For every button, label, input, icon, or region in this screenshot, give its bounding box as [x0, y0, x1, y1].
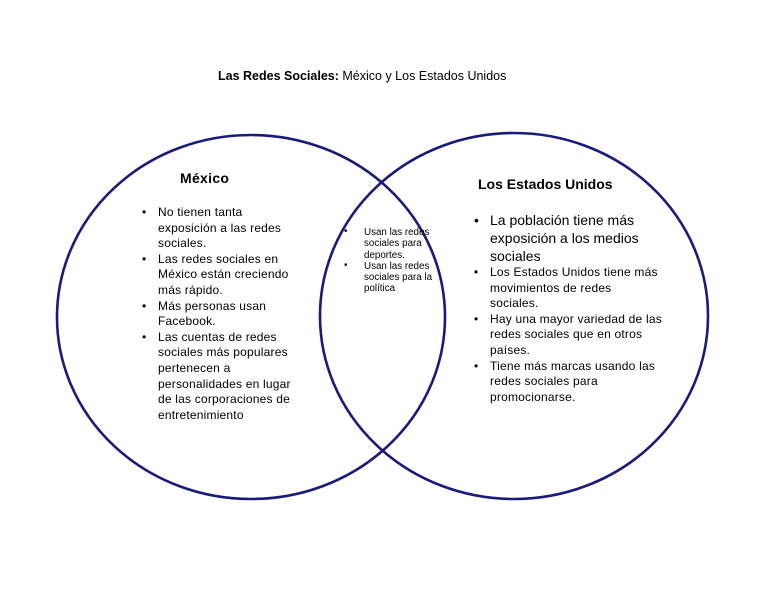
- list-item: Más personas usan Facebook.: [140, 299, 300, 330]
- shared-list: Usan las redes sociales para deportes. U…: [343, 226, 435, 295]
- list-item: Tiene más marcas usando las redes social…: [472, 359, 662, 406]
- list-item: No tienen tanta exposición a las redes s…: [140, 205, 300, 252]
- list-item: Usan las redes sociales para la política: [343, 260, 435, 295]
- diagram-title: Las Redes Sociales: México y Los Estados…: [218, 69, 506, 83]
- usa-heading: Los Estados Unidos: [478, 176, 613, 192]
- list-item: Las cuentas de redes sociales más popula…: [140, 330, 300, 424]
- usa-list: La población tiene más exposición a los …: [472, 211, 662, 405]
- list-item: Los Estados Unidos tiene más movimientos…: [472, 265, 662, 312]
- mexico-circle: [55, 133, 447, 501]
- usa-circle: [318, 131, 710, 501]
- list-item: Usan las redes sociales para deportes.: [343, 226, 435, 261]
- title-rest: México y Los Estados Unidos: [342, 69, 507, 83]
- mexico-heading: México: [180, 170, 230, 186]
- list-item: La población tiene más exposición a los …: [472, 211, 662, 265]
- list-item: Las redes sociales en México están creci…: [140, 252, 300, 299]
- mexico-list: No tienen tanta exposición a las redes s…: [140, 205, 300, 423]
- list-item: Hay una mayor variedad de las redes soci…: [472, 312, 662, 359]
- title-bold: Las Redes Sociales:: [218, 69, 339, 83]
